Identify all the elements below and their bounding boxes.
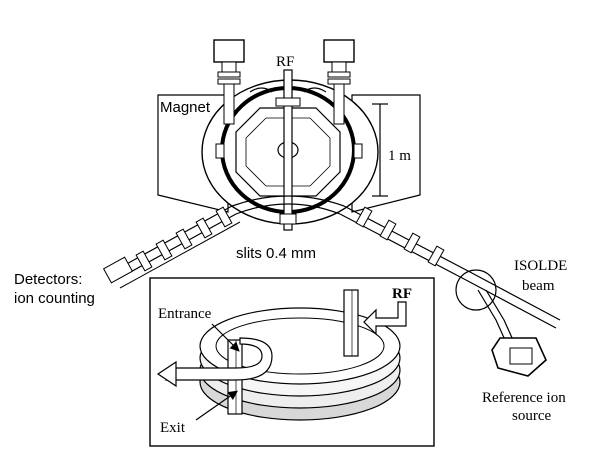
entrance-label: Entrance <box>158 306 212 322</box>
isolde-label-line2: beam <box>522 278 555 294</box>
slits-label: slits 0.4 mm <box>236 245 316 262</box>
ion-path-arrow <box>156 337 273 388</box>
reference-label-line2: source <box>512 408 551 424</box>
vacuum-pump-left <box>213 39 245 125</box>
rf-arrow-icon <box>363 301 407 336</box>
reference-label-line1: Reference ion <box>482 390 566 406</box>
magnet-label: Magnet <box>160 99 211 116</box>
detectors-label-line2: ion counting <box>14 290 95 307</box>
pointer-lines <box>195 323 240 421</box>
rf-inset-label: RF <box>392 286 412 302</box>
reference-ion-source <box>491 337 547 377</box>
detectors-label-line1: Detectors: <box>14 271 82 288</box>
scale-bar <box>372 103 388 197</box>
scale-label: 1 m <box>388 148 411 164</box>
beamline-left <box>102 195 345 289</box>
vacuum-pump-right <box>323 39 355 125</box>
rf-top-label: RF <box>276 54 294 70</box>
rf-electrode-plate <box>343 289 359 357</box>
beamline-right <box>339 205 561 341</box>
isolde-label-line1: ISOLDE <box>514 258 567 274</box>
rf-column <box>249 69 327 231</box>
exit-label: Exit <box>160 420 186 436</box>
